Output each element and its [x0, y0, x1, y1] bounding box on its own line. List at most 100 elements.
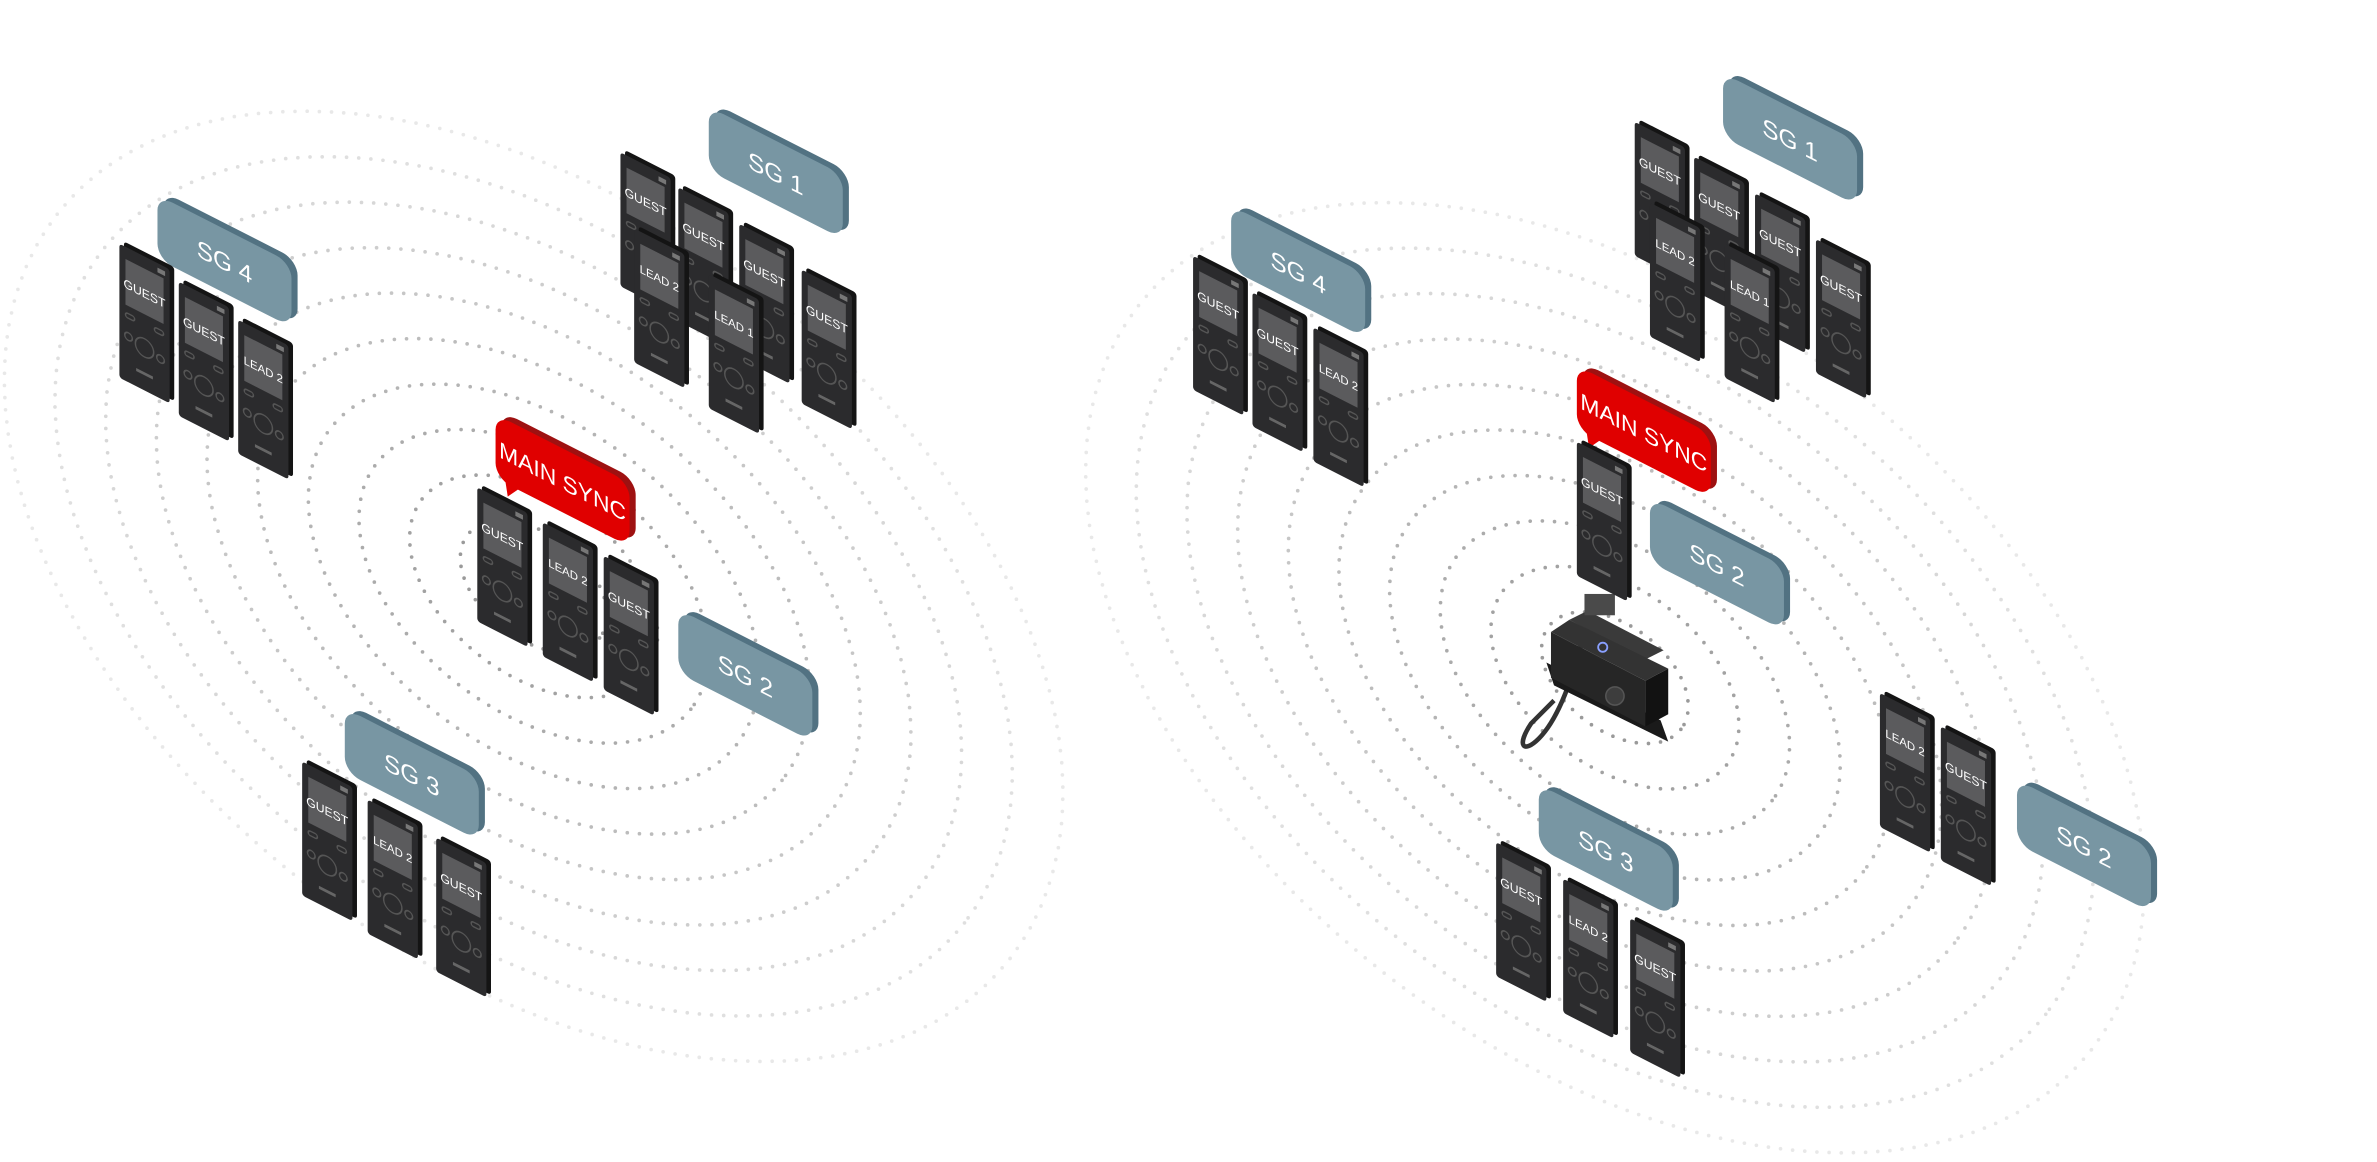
- device-clip: [474, 861, 482, 871]
- call-button: [215, 391, 225, 403]
- device-clip: [1688, 226, 1696, 235]
- beltpack-device: GUEST: [1815, 238, 1871, 398]
- call-button: [1791, 303, 1801, 314]
- device-screen: [1700, 172, 1739, 238]
- power-button: [1639, 209, 1649, 220]
- device-clip: [1601, 902, 1609, 912]
- brand-logo: [725, 398, 743, 410]
- volume-up-button: [668, 311, 680, 321]
- power-button: [306, 849, 316, 860]
- call-button: [1686, 312, 1696, 324]
- beltpack-device: LEAD 2: [367, 798, 423, 958]
- volume-up-button: [637, 639, 649, 649]
- brand-logo: [1896, 817, 1914, 829]
- call-button: [1666, 1028, 1676, 1039]
- power-button: [1581, 529, 1591, 540]
- volume-down-button: [639, 297, 651, 307]
- tag-face: [1576, 371, 1711, 492]
- signal-ring: [1235, 337, 1994, 1019]
- tag-face: [1723, 78, 1858, 200]
- power-button: [123, 331, 134, 342]
- volume-down-button: [625, 220, 637, 231]
- volume-up-button: [1914, 776, 1925, 786]
- brand-logo: [1832, 363, 1850, 375]
- brand-logo: [318, 885, 336, 898]
- device-clip: [658, 176, 667, 185]
- call-button: [670, 338, 680, 349]
- sync-group-tag: SG 1: [708, 109, 849, 233]
- beltpack-device: GUEST: [178, 280, 234, 441]
- sync-group-tag: SG 2: [2016, 782, 2158, 907]
- base-station-lid: [1550, 619, 1669, 681]
- power-button: [242, 407, 252, 418]
- brand-logo: [695, 311, 712, 324]
- beltpack-device: GUEST: [801, 268, 857, 429]
- volume-down-button: [482, 555, 494, 566]
- volume-up-button: [743, 357, 754, 367]
- tag-face: [2016, 785, 2151, 907]
- beltpack-device: GUEST: [1496, 841, 1551, 1001]
- mic-button: [1578, 971, 1599, 995]
- device-screen: [609, 571, 648, 637]
- tag-face: [157, 200, 292, 322]
- device-screen: [745, 239, 784, 305]
- volume-down-button: [1568, 947, 1580, 957]
- device-clip: [1231, 279, 1239, 289]
- volume-down-button: [1655, 271, 1666, 281]
- volume-up-button: [470, 920, 482, 931]
- volume-down-button: [307, 830, 319, 840]
- sync-group-tag: SG 3: [1538, 787, 1679, 911]
- base-station: [1520, 593, 1669, 749]
- tag-face: [1231, 211, 1366, 332]
- sync-group-tag: SG 1: [1723, 76, 1864, 200]
- call-button: [1613, 551, 1623, 563]
- mic-button: [1739, 336, 1760, 359]
- beltpack-device: LEAD 2: [1649, 201, 1705, 361]
- main-sync-tag: MAIN SYNC: [495, 417, 636, 541]
- brand-logo: [1957, 850, 1975, 863]
- mic-button: [1511, 935, 1532, 958]
- volume-down-button: [441, 906, 453, 916]
- brand-logo: [559, 646, 577, 659]
- brand-logo: [452, 961, 470, 974]
- base-station-top: [1569, 610, 1664, 660]
- device-clip: [580, 546, 589, 555]
- volume-up-button: [1789, 276, 1800, 286]
- device-screen: [373, 814, 412, 880]
- device-clip: [839, 293, 848, 302]
- mic-button: [1956, 819, 1976, 842]
- volume-up-button: [336, 844, 348, 854]
- device-screen: [483, 502, 522, 568]
- device-clip: [1668, 942, 1676, 951]
- device-clip: [1351, 351, 1360, 360]
- call-button: [1599, 988, 1609, 1000]
- mic-button: [253, 412, 274, 436]
- device-screen: [1730, 258, 1769, 325]
- device-screen: [1946, 741, 1985, 807]
- power-button: [638, 316, 648, 327]
- device-screen: [1761, 208, 1800, 274]
- mic-button: [382, 892, 403, 915]
- power-button: [1317, 415, 1328, 426]
- brand-logo: [136, 367, 153, 380]
- device-screen: [714, 289, 753, 355]
- volume-down-button: [1640, 190, 1651, 200]
- power-button: [1729, 331, 1739, 342]
- speech-tail: [504, 476, 523, 497]
- volume-up-button: [511, 570, 523, 580]
- mic-button: [816, 362, 837, 385]
- beltpack-device: LEAD 2: [1313, 326, 1369, 486]
- device-screen: [244, 335, 283, 401]
- volume-down-button: [124, 312, 136, 322]
- tag-face: [1538, 790, 1673, 911]
- volume-up-button: [1758, 327, 1770, 337]
- power-button: [372, 887, 382, 898]
- device-clip: [340, 785, 348, 794]
- beltpack-device: GUEST: [1940, 725, 1996, 885]
- call-button: [1532, 952, 1542, 963]
- power-button: [1654, 290, 1664, 301]
- volume-up-button: [401, 882, 413, 893]
- call-button: [1916, 803, 1926, 814]
- device-clip: [1978, 750, 1987, 759]
- power-button: [1945, 814, 1955, 825]
